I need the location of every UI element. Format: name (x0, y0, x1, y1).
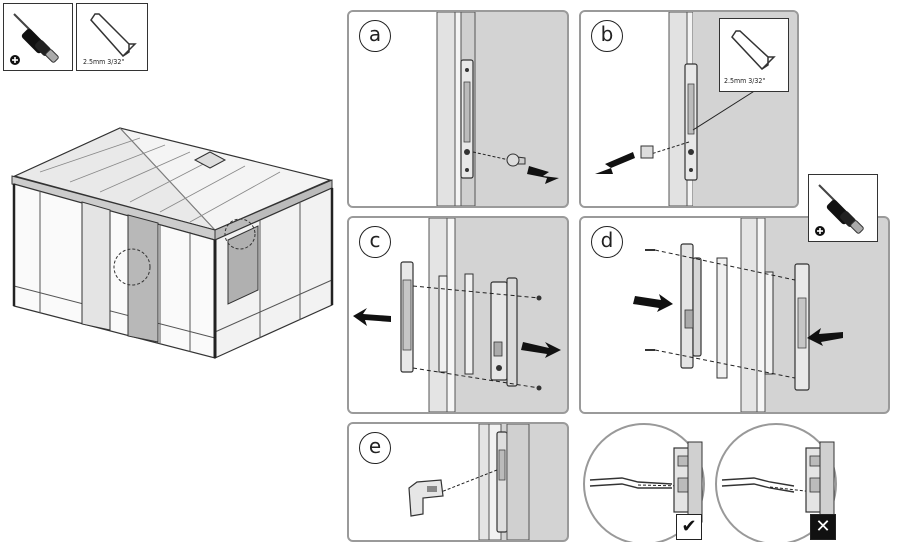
step-d-screwdriver-callout (808, 174, 878, 242)
step-b-panel: b 2.5mm 3/32" (579, 10, 799, 208)
screwdriver-tool-box (3, 3, 73, 71)
step-letter-b: b (591, 20, 623, 52)
incorrect-detail-circle: ✕ (714, 422, 838, 545)
incorrect-latch-alignment-detail (715, 423, 837, 545)
step-d-reassemble-illustration (581, 218, 843, 412)
hex-key-tool-box: 2.5mm 3/32" (76, 3, 148, 71)
step-d-panel: d (579, 216, 890, 414)
correct-detail-circle: ✔ (582, 422, 706, 545)
incorrect-cross-badge: ✕ (810, 514, 836, 540)
step-letter-e: e (359, 432, 391, 464)
hex-key-icon (90, 13, 137, 57)
checkmark-icon: ✔ (681, 516, 697, 537)
step-letter-c: c (359, 226, 391, 258)
step-e-panel: e (347, 422, 569, 542)
step-e-insert-latch-illustration (349, 424, 530, 540)
step-c-disassemble-illustration (349, 218, 561, 412)
callout-hex-key-size-label: 2.5mm 3/32" (724, 77, 766, 85)
step-a-panel: a (347, 10, 569, 208)
phillips-screwdriver-icon (815, 184, 864, 236)
correct-check-badge: ✔ (676, 514, 702, 540)
step-letter-a: a (359, 20, 391, 52)
gazebo-overview-illustration (11, 127, 334, 359)
cross-icon: ✕ (815, 516, 831, 537)
step-b-hex-key-callout: 2.5mm 3/32" (719, 18, 789, 92)
phillips-screwdriver-icon (10, 13, 59, 65)
step-c-panel: c (347, 216, 569, 414)
hex-key-size-label: 2.5mm 3/32" (83, 58, 125, 66)
hex-key-icon (731, 30, 776, 70)
step-letter-d: d (591, 226, 623, 258)
